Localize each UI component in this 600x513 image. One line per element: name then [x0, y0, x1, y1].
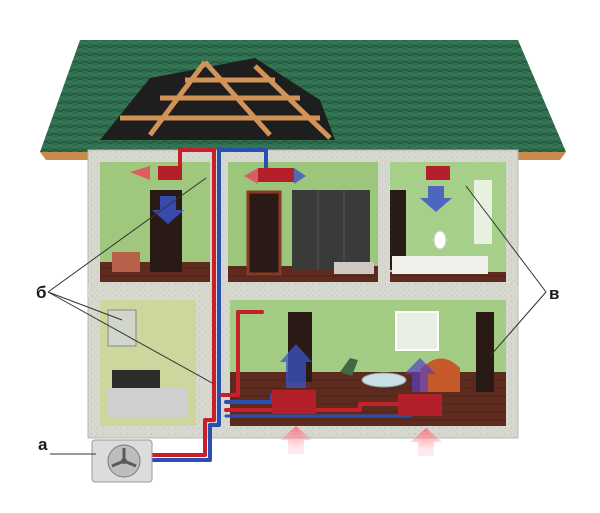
fan-icon [108, 445, 140, 477]
room-upstairs-left [100, 162, 210, 282]
label-refrigerant-lines: б [36, 284, 47, 301]
outdoor-unit-icon [92, 440, 152, 482]
label-outdoor-unit: а [38, 436, 47, 453]
room-upstairs-middle [228, 162, 378, 282]
label-indoor-units: в [549, 285, 559, 302]
room-downstairs-kitchen [100, 300, 196, 426]
room-downstairs-living [230, 300, 506, 426]
roof [40, 40, 566, 160]
